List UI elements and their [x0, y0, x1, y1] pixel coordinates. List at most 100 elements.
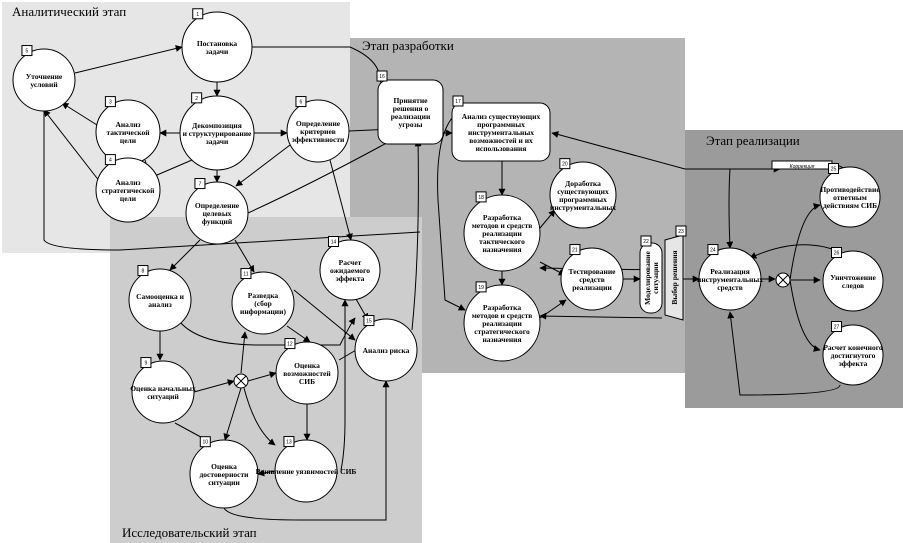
node-number-badge: 2 — [191, 92, 203, 104]
process-node-15[interactable]: Анализ риска 15 — [354, 315, 418, 382]
node-number-badge: 19 — [475, 281, 487, 293]
edge-connector — [789, 279, 821, 352]
edge-connector — [43, 111, 421, 251]
node-number: 9 — [145, 361, 148, 367]
node-circle — [131, 360, 195, 424]
edge-connector — [240, 331, 248, 374]
node-number: 21 — [572, 248, 578, 254]
node-number: 5 — [26, 49, 29, 55]
node-number-badge: 5 — [21, 45, 33, 57]
edge-connector — [551, 131, 686, 170]
node-circle — [274, 439, 338, 503]
edge-connector — [235, 144, 291, 187]
node-number-badge: 9 — [140, 357, 152, 369]
edge-connector — [539, 312, 663, 320]
edge-connector — [149, 159, 193, 179]
node-number-badge: 11 — [240, 268, 252, 280]
edge-connector — [223, 380, 390, 521]
node-number-badge: 16 — [376, 70, 388, 82]
node-circle — [12, 48, 76, 112]
node-circle — [179, 95, 255, 171]
edge-connector — [74, 45, 183, 74]
node-number: 13 — [286, 440, 292, 446]
node-label: Выявление уязвимостей СИБ — [256, 467, 357, 476]
edge-connector — [61, 102, 98, 126]
node-circle — [549, 161, 617, 229]
node-number-badge: 15 — [363, 315, 375, 327]
process-node-13[interactable]: Выявление уязвимостей СИБ 13 — [256, 436, 357, 503]
node-number: 24 — [710, 248, 716, 254]
node-number-badge: 3 — [104, 96, 116, 108]
node-number-badge: 6 — [295, 96, 307, 108]
node-circle — [463, 284, 541, 362]
node-label: Анализ риска — [363, 346, 410, 355]
node-circle — [185, 181, 249, 245]
node-number-badge: 7 — [194, 178, 206, 190]
node-number-badge: 23 — [675, 225, 687, 237]
node-circle — [189, 439, 259, 509]
junction-xor — [233, 373, 249, 389]
node-shape — [451, 102, 551, 162]
junction-xor — [775, 272, 791, 288]
node-circle — [181, 11, 253, 83]
node-shape — [664, 234, 684, 321]
edge-connector — [727, 311, 841, 396]
node-number-badge: 24 — [707, 244, 719, 256]
node-number-badge: 21 — [569, 244, 581, 256]
node-circle — [560, 247, 624, 311]
node-circle — [95, 157, 161, 223]
edge-connector — [789, 203, 821, 281]
edge-connector — [223, 387, 242, 441]
node-number: 11 — [243, 272, 248, 278]
node-number: 27 — [834, 325, 840, 331]
node-circle — [822, 324, 884, 386]
edge-connector — [329, 159, 353, 241]
node-number-badge: 20 — [559, 158, 571, 170]
edge-connector — [169, 239, 201, 271]
node-number: 16 — [379, 74, 385, 80]
node-number: 20 — [562, 162, 568, 168]
panel-label-realization: Этап реализации — [706, 133, 800, 148]
edge-connector — [193, 379, 235, 393]
node-number: 19 — [478, 285, 484, 291]
node-number-badge: 26 — [831, 247, 842, 258]
node-number: 4 — [109, 158, 112, 164]
node-circle — [822, 250, 884, 312]
